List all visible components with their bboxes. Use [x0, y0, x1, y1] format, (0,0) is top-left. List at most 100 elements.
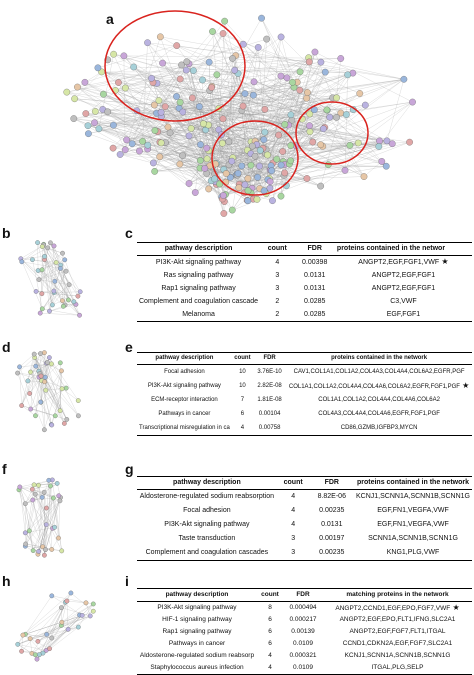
cell-proteins: KNG1,PLG,VWF — [354, 546, 472, 561]
network-node — [173, 93, 179, 99]
network-node — [174, 42, 180, 48]
network-node — [69, 591, 73, 595]
network-node — [91, 120, 97, 126]
cell-proteins: CAV1,COL1A1,COL1A2,COL4A3,COL4A4,COL6A2,… — [286, 365, 472, 380]
cell-fdr: 0.000494 — [283, 602, 323, 615]
cell-count: 4 — [277, 490, 310, 505]
network-node — [320, 126, 326, 132]
network-node — [64, 386, 68, 390]
header-pathway: pathway description — [137, 589, 257, 602]
network-node — [177, 99, 183, 105]
network-node — [78, 290, 82, 294]
network-node — [242, 90, 248, 96]
network-node — [60, 298, 64, 302]
cell-proteins: CD86,GZMB,IGFBP3,MYCN — [286, 421, 472, 436]
network-node — [19, 649, 23, 653]
network-node — [376, 143, 382, 149]
cell-fdr: 2.82E-08 — [253, 379, 286, 393]
network-node — [239, 163, 245, 169]
cell-pathway: Pathways in cancer — [137, 638, 257, 650]
network-node — [76, 294, 80, 298]
network-node — [51, 496, 55, 500]
network-node — [254, 196, 260, 202]
network-node — [221, 210, 227, 216]
network-node — [45, 360, 49, 364]
network-node — [264, 152, 270, 158]
network-node — [67, 282, 71, 286]
network-node — [379, 158, 385, 164]
cell-fdr: 0.0285 — [294, 308, 334, 322]
network-node — [145, 142, 151, 148]
network-node — [158, 109, 164, 115]
network-node — [110, 51, 116, 57]
cell-pathway: Rap1 signaling pathway — [137, 282, 260, 295]
cell-fdr: 0.000321 — [283, 650, 323, 662]
network-node — [77, 313, 81, 317]
network-node — [36, 483, 40, 487]
network-node — [304, 175, 310, 181]
cell-proteins: CCND1,CDKN2A,EGF,FGF7,SLC2A1 — [323, 638, 472, 650]
network-node — [317, 141, 323, 147]
network-node — [60, 251, 64, 255]
network-node — [61, 304, 65, 308]
cell-pathway: Aldosterone-regulated sodium reabsorp — [137, 650, 257, 662]
network-node — [324, 107, 330, 113]
network-node — [40, 495, 44, 499]
network-edge — [22, 635, 23, 651]
network-node — [85, 130, 91, 136]
network-node — [35, 657, 39, 661]
network-node — [269, 197, 275, 203]
network-node — [401, 76, 407, 82]
cell-count: 3 — [260, 269, 294, 282]
network-node — [245, 175, 251, 181]
network-node — [52, 244, 56, 248]
header-pathway: pathway description — [137, 477, 277, 490]
network-node — [19, 403, 23, 407]
network-node — [287, 158, 293, 164]
network-node — [44, 522, 48, 526]
network-node — [117, 151, 123, 157]
network-node — [209, 28, 215, 34]
network-node — [220, 30, 226, 36]
cell-fdr: 0.0285 — [294, 295, 334, 308]
header-pathway: pathway description — [137, 243, 260, 256]
network-node — [34, 289, 38, 293]
network-node — [82, 79, 88, 85]
table-header-row: pathway description count FDR proteins c… — [137, 353, 472, 365]
network-node — [268, 168, 274, 174]
network-node — [28, 370, 32, 374]
cell-proteins: ANGPT2,EGF,EPO,FLT1,IFNG,SLC2A1 — [323, 614, 472, 626]
cell-proteins: SCNN1A,SCNN1B,SCNN1G — [354, 532, 472, 546]
network-node — [100, 91, 106, 97]
network-node — [252, 153, 258, 159]
network-node — [192, 189, 198, 195]
network-node — [55, 481, 59, 485]
pathway-table-e: pathway description count FDR proteins c… — [137, 352, 472, 436]
network-node — [17, 365, 21, 369]
cell-count: 2 — [260, 308, 294, 322]
network-node — [36, 549, 40, 553]
network-node — [42, 350, 46, 354]
cell-proteins: COL4A3,COL4A4,COL4A6,EGFR,FGF1,PGF — [286, 407, 472, 421]
network-edges — [18, 593, 94, 659]
cell-pathway: Aldosterone-regulated sodium reabsorptio… — [137, 490, 277, 505]
network-node — [177, 161, 183, 167]
cell-pathway: PI3K-Akt signaling pathway — [137, 518, 277, 532]
network-node — [27, 529, 31, 533]
network-node — [303, 95, 309, 101]
network-node — [28, 636, 32, 640]
network-node — [36, 639, 40, 643]
panel-label-e: e — [125, 340, 133, 354]
network-node — [282, 170, 288, 176]
network-node — [184, 59, 190, 65]
network-node — [275, 132, 281, 138]
cell-fdr: 0.00398 — [294, 256, 334, 270]
network-node — [42, 553, 46, 557]
network-node — [47, 355, 51, 359]
header-count: count — [232, 353, 253, 365]
